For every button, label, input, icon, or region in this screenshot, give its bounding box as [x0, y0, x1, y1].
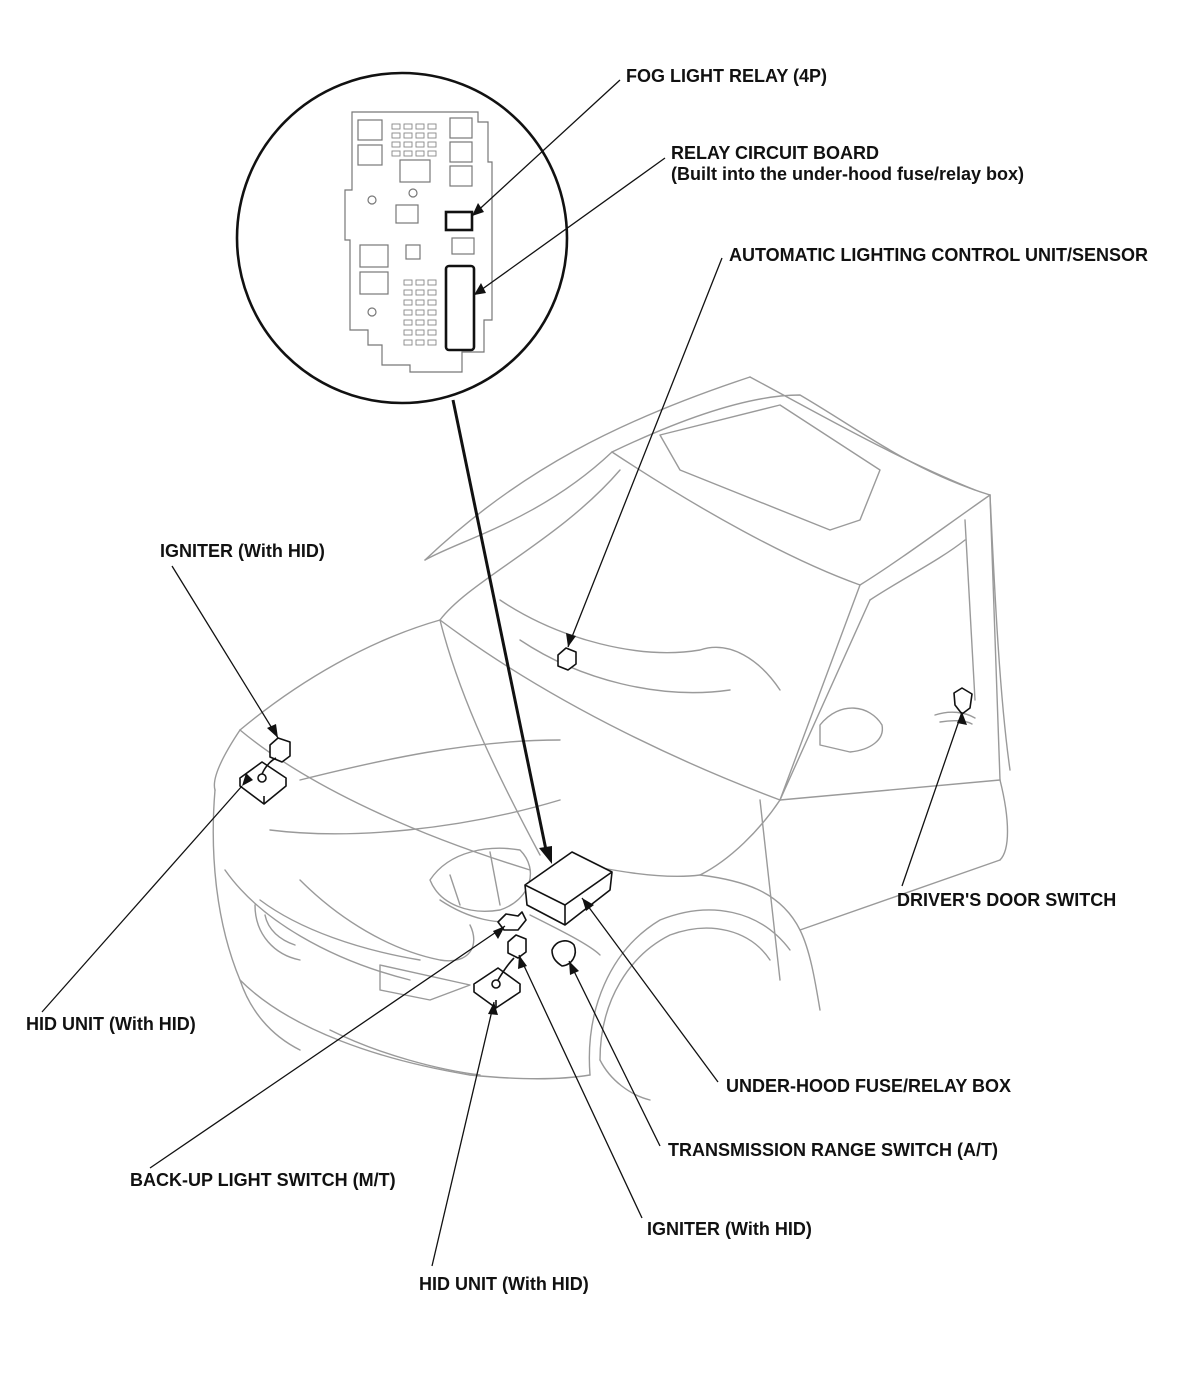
label-transmission-range-switch: TRANSMISSION RANGE SWITCH (A/T): [668, 1140, 998, 1160]
hid-unit-left-component: [239, 757, 287, 805]
relay-circuit-board-highlight: [444, 264, 476, 352]
leader-relay-circuit-board: [473, 157, 666, 296]
auto-lighting-sensor-component: [557, 647, 577, 671]
underhood-fuse-box-component: [524, 851, 613, 926]
car-outline: [212, 376, 1011, 1101]
leader-backup-light: [149, 925, 506, 1169]
label-relay-circuit-board-note: (Built into the under-hood fuse/relay bo…: [671, 164, 1024, 184]
label-igniter-right: IGNITER (With HID): [647, 1219, 812, 1239]
car-components: [239, 647, 973, 1009]
leader-underhood-fuse-box: [581, 897, 719, 1083]
leader-fog-light-relay: [471, 79, 621, 217]
leader-transmission-range: [568, 960, 661, 1147]
drivers-door-switch-component: [953, 687, 973, 715]
label-hid-unit-right: HID UNIT (With HID): [419, 1274, 589, 1294]
leader-igniter-left: [171, 565, 279, 739]
hid-unit-right-component: [473, 957, 521, 1009]
leader-hid-unit-right: [431, 1001, 495, 1267]
label-relay-circuit-board-title: RELAY CIRCUIT BOARD: [671, 143, 880, 163]
label-relay-circuit-board: RELAY CIRCUIT BOARD (Built into the unde…: [671, 143, 1024, 185]
label-auto-lighting: AUTOMATIC LIGHTING CONTROL UNIT/SENSOR: [729, 245, 1148, 265]
transmission-range-switch-component: [551, 940, 577, 967]
label-igniter-left: IGNITER (With HID): [160, 541, 325, 561]
leader-hid-unit-left: [41, 785, 243, 1013]
igniter-right-component: [507, 934, 527, 959]
label-underhood-fuse-box: UNDER-HOOD FUSE/RELAY BOX: [726, 1076, 1012, 1096]
backup-light-switch-component: [497, 911, 527, 931]
leader-drivers-door-switch: [901, 711, 963, 887]
magnify-arrow: [451, 399, 552, 864]
magnified-fuse-box-view: [235, 71, 569, 405]
leader-auto-lighting: [567, 257, 723, 648]
leader-igniter-right: [518, 954, 643, 1219]
label-drivers-door-switch: DRIVER'S DOOR SWITCH: [897, 890, 1117, 910]
label-fog-light-relay: FOG LIGHT RELAY (4P): [626, 66, 828, 86]
label-backup-light-switch: BACK-UP LIGHT SWITCH (M/T): [130, 1170, 396, 1190]
fog-light-relay-highlight: [444, 210, 474, 232]
leader-lines: [41, 79, 967, 1267]
label-hid-unit-left: HID UNIT (With HID): [26, 1014, 196, 1034]
igniter-left-component: [269, 737, 291, 763]
